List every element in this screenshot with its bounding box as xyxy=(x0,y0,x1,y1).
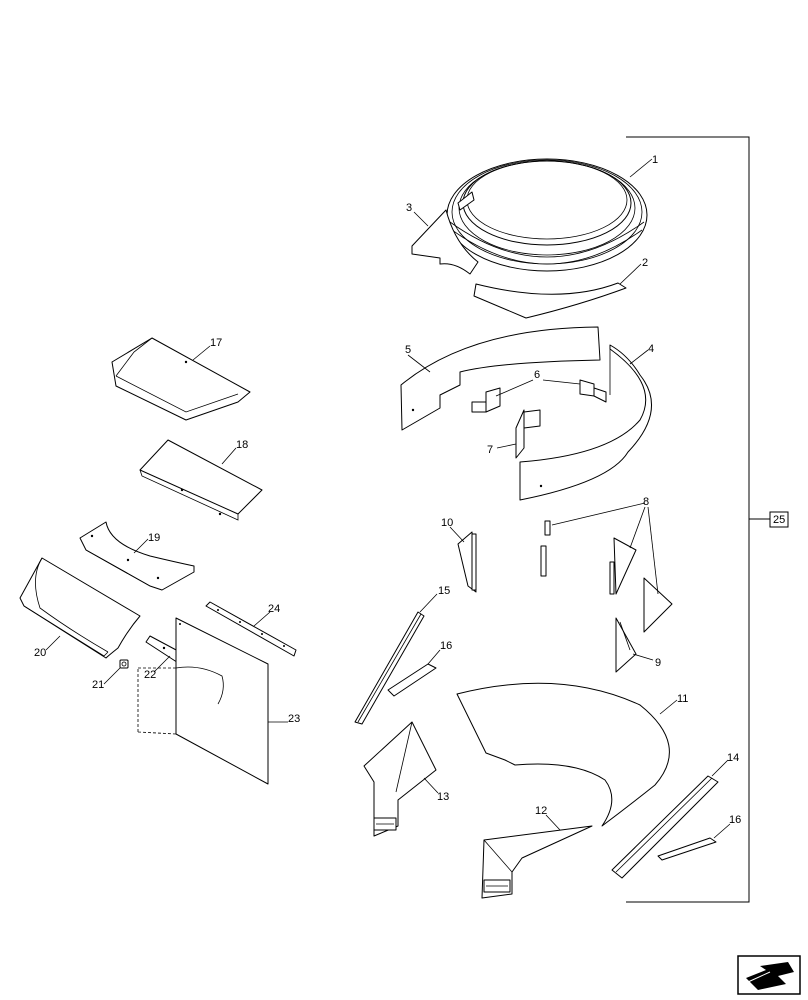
part-cover-upper xyxy=(111,337,251,421)
callout-11: 11 xyxy=(677,693,688,705)
callout-13: 13 xyxy=(437,791,449,803)
part-seal-segment xyxy=(411,209,479,275)
part-mounting-strip xyxy=(205,601,297,657)
part-short-strip-right xyxy=(657,837,717,861)
part-funnel-bracket-left xyxy=(363,721,437,837)
callout-9: 9 xyxy=(655,657,661,669)
callout-2: 2 xyxy=(642,257,648,269)
part-curved-panel-left xyxy=(400,326,601,431)
callout-1: 1 xyxy=(652,154,658,166)
part-wedge-plate xyxy=(615,617,637,673)
callout-14: 14 xyxy=(727,752,739,764)
part-seal-strip xyxy=(473,282,627,319)
callout-22: 22 xyxy=(144,669,156,681)
callout-10: 10 xyxy=(441,517,453,529)
part-door-panel xyxy=(175,617,269,785)
assembly-bracket: 25 xyxy=(626,136,789,903)
callout-4: 4 xyxy=(648,343,654,355)
callout-8: 8 xyxy=(643,496,649,508)
callout-19: 19 xyxy=(148,532,160,544)
arrow-navigation-icon[interactable] xyxy=(737,955,801,995)
callout-3: 3 xyxy=(406,202,412,214)
part-ring xyxy=(446,158,648,272)
callout-20: 20 xyxy=(34,647,46,659)
callout-21: 21 xyxy=(92,679,104,691)
part-long-strip xyxy=(354,611,425,725)
callout-25: 25 xyxy=(773,514,785,526)
callout-15: 15 xyxy=(438,585,450,597)
part-funnel-bracket-right xyxy=(481,825,593,899)
callout-6: 6 xyxy=(534,369,540,381)
callout-23: 23 xyxy=(288,713,300,725)
callout-16-lower: 16 xyxy=(729,814,741,826)
callout-5: 5 xyxy=(405,344,411,356)
part-cover-lower xyxy=(139,439,263,521)
part-trough-lower xyxy=(19,557,141,659)
callout-16-upper: 16 xyxy=(440,640,452,652)
callout-24: 24 xyxy=(268,603,280,615)
part-side-bracket xyxy=(457,531,477,593)
part-divider-plate xyxy=(515,409,541,459)
part-angled-rail xyxy=(611,775,719,879)
callout-7: 7 xyxy=(487,444,493,456)
callout-12: 12 xyxy=(535,805,547,817)
part-angle-brackets xyxy=(471,379,607,413)
part-short-strip-left xyxy=(387,663,437,697)
callout-17: 17 xyxy=(210,337,222,349)
part-deflector-set xyxy=(540,520,673,633)
part-trough-upper xyxy=(79,521,195,591)
callout-18: 18 xyxy=(236,439,248,451)
part-curved-floor-plate xyxy=(456,682,670,827)
part-bolt xyxy=(119,659,129,669)
part-curved-panel-right xyxy=(519,344,653,501)
